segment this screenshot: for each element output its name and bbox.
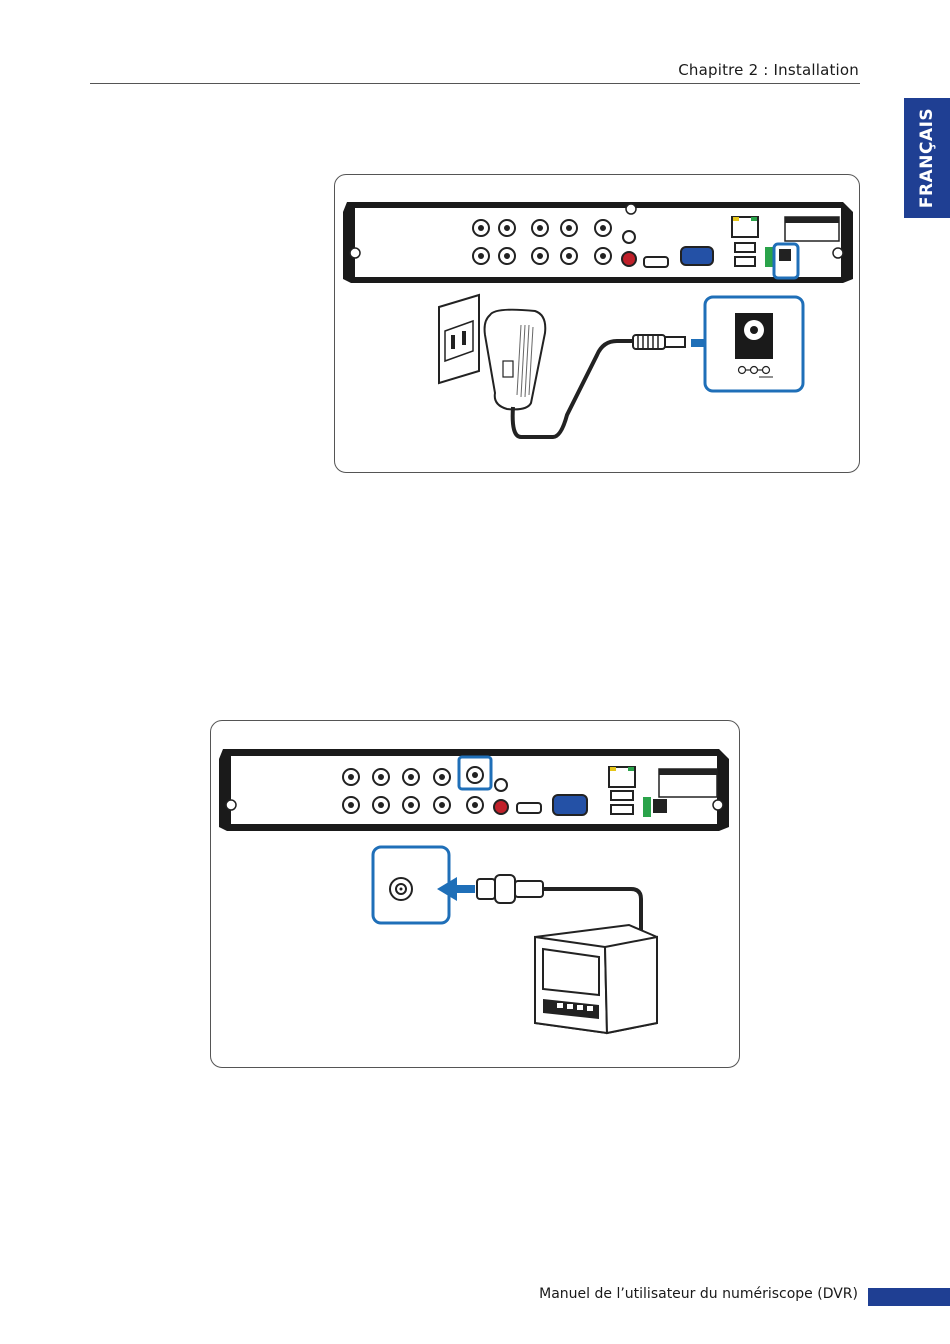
video-diagram-svg [211, 721, 739, 1067]
figure-video-connection [210, 720, 740, 1068]
dvr-rear-panel-icon [219, 749, 729, 831]
language-tab: FRANÇAIS [904, 98, 950, 218]
wall-outlet-icon [439, 295, 479, 383]
bnc-port-callout-icon [373, 847, 449, 923]
page-header-title: Chapitre 2 : Installation [678, 61, 859, 79]
figure-power-connection [334, 174, 860, 473]
power-diagram-svg [335, 175, 859, 472]
language-tab-label: FRANÇAIS [917, 108, 937, 208]
dc-jack-callout-icon [705, 297, 803, 391]
footer-manual-title: Manuel de l’utilisateur du numériscope (… [539, 1286, 858, 1302]
crt-monitor-icon [535, 925, 657, 1033]
footer-accent-bar [868, 1288, 950, 1306]
header-divider [90, 83, 860, 84]
dc-plug-icon [633, 335, 685, 349]
dvr-rear-panel-icon [343, 202, 853, 283]
power-adapter-icon [485, 310, 546, 410]
